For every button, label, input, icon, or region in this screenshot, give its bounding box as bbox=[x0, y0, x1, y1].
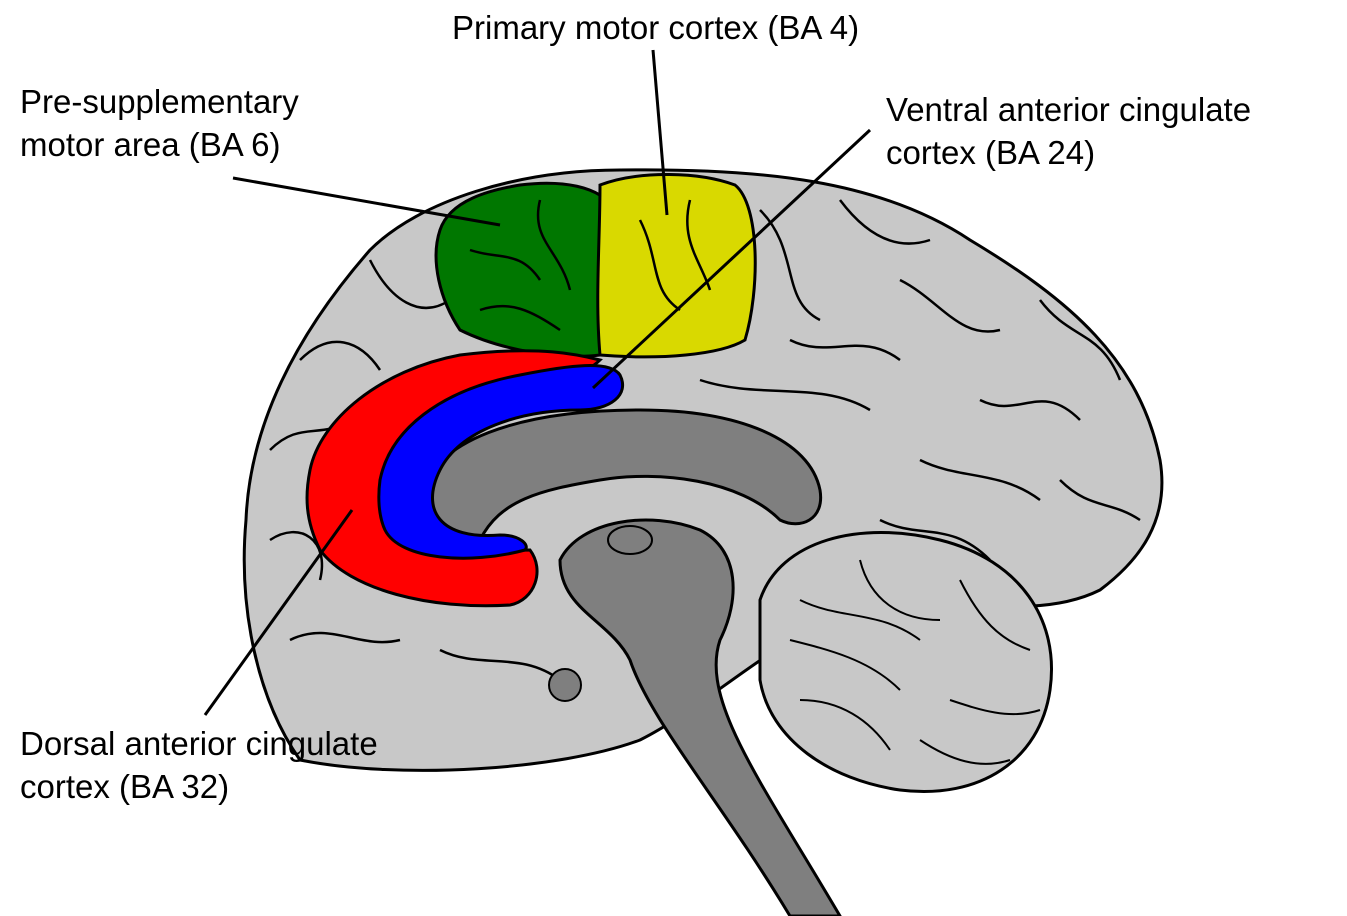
thalamus bbox=[608, 526, 652, 554]
label-dorsal-acc-line-1: Dorsal anterior cingulate bbox=[20, 722, 378, 765]
label-ventral-anterior-cingulate: Ventral anterior cingulate cortex (BA 24… bbox=[886, 88, 1251, 174]
label-pre-supplementary-motor-area: Pre-supplementary motor area (BA 6) bbox=[20, 80, 299, 166]
label-pre-sma-line-1: Pre-supplementary bbox=[20, 80, 299, 123]
label-dorsal-acc-line-2: cortex (BA 32) bbox=[20, 765, 378, 808]
label-dorsal-anterior-cingulate: Dorsal anterior cingulate cortex (BA 32) bbox=[20, 722, 378, 808]
label-ventral-acc-line-2: cortex (BA 24) bbox=[886, 131, 1251, 174]
label-ventral-acc-line-1: Ventral anterior cingulate bbox=[886, 88, 1251, 131]
pituitary bbox=[549, 669, 581, 701]
label-pre-sma-line-2: motor area (BA 6) bbox=[20, 123, 299, 166]
label-primary-motor-cortex: Primary motor cortex (BA 4) bbox=[452, 6, 859, 49]
label-primary-motor-line-1: Primary motor cortex (BA 4) bbox=[452, 6, 859, 49]
cerebellum bbox=[760, 533, 1052, 792]
region-pre-sma bbox=[436, 183, 616, 356]
region-primary-motor bbox=[598, 174, 755, 356]
